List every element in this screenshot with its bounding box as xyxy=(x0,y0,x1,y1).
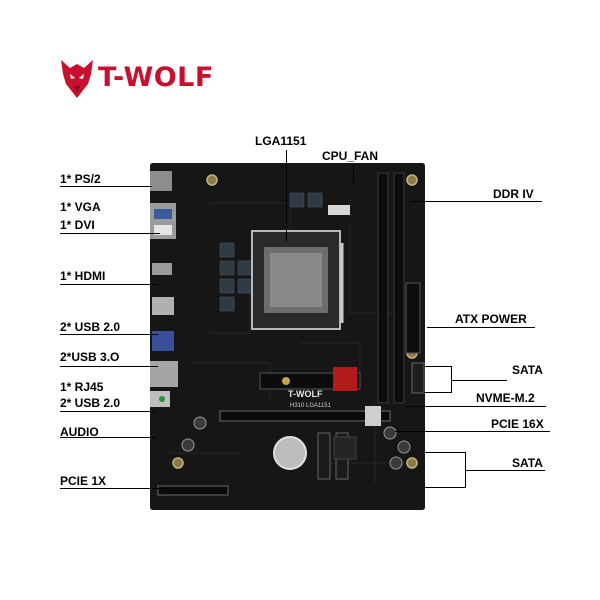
label-usb30: 2*USB 3.O xyxy=(60,350,120,364)
label-vga: 1* VGA xyxy=(60,200,101,214)
io-panel xyxy=(150,171,178,407)
label-sata-a: SATA xyxy=(512,363,543,377)
line-sata-a-bracket xyxy=(451,366,452,393)
line-ddr4 xyxy=(410,201,542,202)
line-hdmi xyxy=(60,284,158,285)
line-pcie1x xyxy=(60,488,170,489)
label-cpu-fan: CPU_FAN xyxy=(322,149,379,163)
motherboard-image: T-WOLF H310 LGA1151 xyxy=(150,163,425,510)
line-sata-a xyxy=(451,380,507,381)
line-rj45-usb xyxy=(60,411,156,412)
label-nvme: NVME-M.2 xyxy=(476,391,535,405)
label-rj45: 1* RJ45 xyxy=(60,380,104,394)
line-pcie16x xyxy=(395,431,550,432)
line-sata-a-bottom xyxy=(424,392,452,393)
line-ps2 xyxy=(60,186,152,187)
line-sata-b-top xyxy=(424,452,466,453)
line-nvme xyxy=(406,406,546,407)
label-pcie1x: PCIE 1X xyxy=(60,474,107,488)
line-usb20-a xyxy=(60,334,158,335)
label-atx-power: ATX POWER xyxy=(455,312,527,326)
label-audio: AUDIO xyxy=(60,425,99,439)
brand-name: T-WOLF xyxy=(98,62,214,93)
line-usb30 xyxy=(60,366,158,367)
line-vga-dvi xyxy=(60,233,160,234)
line-cpu-fan xyxy=(353,165,354,183)
board-print-model: H310 LGA1151 xyxy=(290,403,332,409)
line-sata-b xyxy=(465,470,545,471)
label-usb20-b: 2* USB 2.0 xyxy=(60,396,121,410)
line-sata-b-bottom xyxy=(424,487,466,488)
line-audio xyxy=(60,437,156,438)
line-sata-a-top xyxy=(424,366,452,367)
label-ps2: 1* PS/2 xyxy=(60,172,101,186)
label-sata-b: SATA xyxy=(512,456,543,470)
line-atx-power xyxy=(427,327,535,328)
wolf-icon xyxy=(61,60,93,98)
label-lga1151: LGA1151 xyxy=(255,134,307,148)
label-usb20-a: 2* USB 2.0 xyxy=(60,320,121,334)
label-ddr4: DDR IV xyxy=(493,187,534,201)
line-lga1151 xyxy=(286,150,287,242)
brand-logo: T-WOLF xyxy=(58,56,248,100)
label-pcie16x: PCIE 16X xyxy=(491,417,544,431)
board-print-brand: T-WOLF xyxy=(288,389,323,399)
label-dvi: 1* DVI xyxy=(60,218,95,232)
label-hdmi: 1* HDMI xyxy=(60,269,106,283)
